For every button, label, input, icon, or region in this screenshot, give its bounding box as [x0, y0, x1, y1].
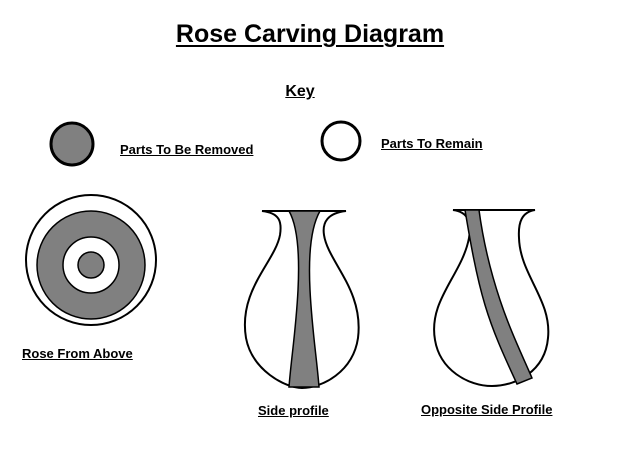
removed-key-swatch: [49, 121, 95, 167]
opposite-side-profile-label: Opposite Side Profile: [421, 402, 553, 417]
opposite-profile-removed-band: [464, 209, 533, 385]
rose-from-above-figure: [25, 194, 157, 326]
opposite-side-profile-figure: [433, 209, 550, 388]
key-heading: Key: [285, 83, 315, 100]
remain-key-label: Parts To Remain: [381, 136, 483, 151]
removed-key-label: Parts To Be Removed: [120, 142, 254, 157]
diagram-title: Rose Carving Diagram: [175, 20, 445, 48]
remain-key-swatch: [320, 120, 362, 162]
above-center: [77, 251, 105, 279]
side-profile-label: Side profile: [258, 403, 329, 418]
side-profile-removed-band: [287, 210, 322, 388]
side-profile-figure: [243, 210, 360, 390]
rose-from-above-label: Rose From Above: [22, 346, 133, 361]
